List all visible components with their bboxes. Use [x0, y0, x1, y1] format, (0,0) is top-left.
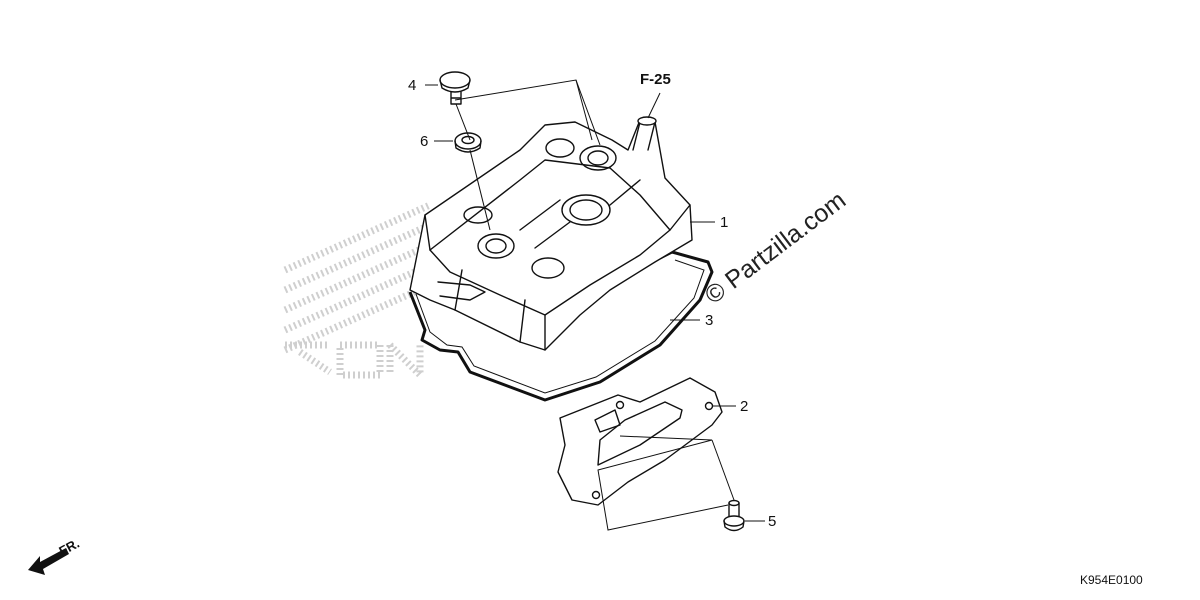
cylinder-head-cover[interactable]	[409, 116, 693, 351]
callout-2: 2	[740, 398, 748, 415]
cover-boss-holes	[463, 138, 641, 279]
background-logo	[283, 201, 432, 384]
front-indicator: FR.	[28, 536, 82, 575]
cover-bolt[interactable]	[439, 71, 471, 105]
watermark: © Partzilla.com	[700, 186, 851, 310]
seal-washer[interactable]	[454, 132, 482, 153]
callout-4: 4	[408, 77, 416, 94]
callout-5: 5	[768, 513, 776, 530]
front-arrow-icon	[28, 548, 69, 575]
valve-cover-gasket[interactable]	[408, 250, 714, 402]
reference-label: F-25	[640, 71, 671, 88]
callout-1: 1	[720, 214, 728, 231]
callout-3: 3	[705, 312, 713, 329]
callout-6: 6	[420, 133, 428, 150]
cover-plate[interactable]	[557, 377, 723, 506]
leader-lines	[425, 79, 765, 531]
plate-bolt[interactable]	[723, 499, 745, 532]
diagram-code: K954E0100	[1080, 573, 1143, 587]
